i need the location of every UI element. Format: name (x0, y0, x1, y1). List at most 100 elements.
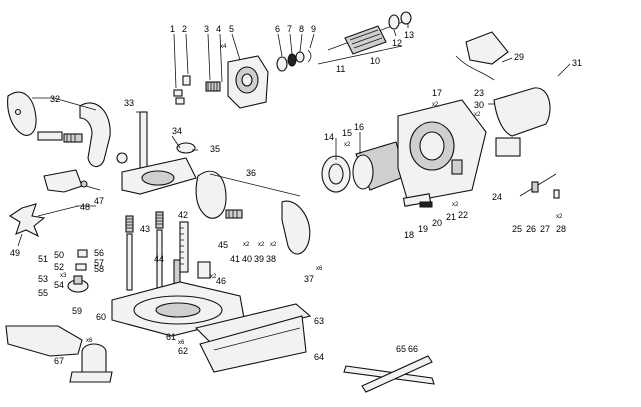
callout-66: 66 (408, 344, 418, 354)
callout-44: 44 (154, 254, 164, 264)
callout-28: 28 (556, 224, 566, 234)
callout-40: 40 (242, 254, 252, 264)
callout-52: 52 (54, 262, 64, 272)
qty-mark: x2 (243, 242, 250, 248)
qty-mark: x6 (178, 340, 185, 346)
handle-32 (37, 102, 128, 168)
callout-2: 2 (182, 24, 187, 34)
qty-mark: x2 (210, 274, 217, 280)
motor-housing (397, 99, 487, 203)
callout-35: 35 (210, 144, 220, 154)
callout-16: 16 (354, 122, 364, 132)
callout-54: 54 (54, 280, 64, 290)
callout-32: 32 (50, 94, 60, 104)
washers-6-9 (276, 49, 312, 72)
qty-mark: x6 (86, 338, 93, 344)
callout-14: 14 (324, 132, 334, 142)
callout-29: 29 (514, 52, 524, 62)
callout-22: 22 (458, 210, 468, 220)
wrenches-65-66 (343, 355, 435, 393)
stop-fitting-50-59 (67, 249, 89, 293)
callout-61: 61 (166, 332, 176, 342)
callout-33: 33 (124, 98, 134, 108)
callout-67: 67 (54, 356, 64, 366)
base-plate-60 (111, 281, 245, 337)
motor-carrier-34 (121, 142, 197, 195)
callout-5: 5 (229, 24, 234, 34)
callout-45: 45 (218, 240, 228, 250)
callout-9: 9 (311, 24, 316, 34)
qty-mark: x2 (556, 214, 563, 220)
callout-23: 23 (474, 88, 484, 98)
callout-53: 53 (38, 274, 48, 284)
callout-labels: 1 2 3 4 5 6 7 8 9 10 11 12 13 14 15 16 1… (10, 24, 582, 366)
callout-18: 18 (404, 230, 414, 240)
ring-14 (321, 155, 351, 193)
guide-rod-33 (139, 111, 148, 171)
callout-57: 57 (94, 258, 104, 268)
clamp-lever-47 (43, 169, 88, 193)
callout-37: 37 (304, 274, 314, 284)
callout-38: 38 (266, 254, 276, 264)
callout-27: 27 (540, 224, 550, 234)
switch-24 (495, 137, 521, 157)
callout-46: 46 (216, 276, 226, 286)
callout-17: 17 (432, 88, 442, 98)
callout-8: 8 (299, 24, 304, 34)
side-cover-36 (195, 170, 311, 255)
callout-42: 42 (178, 210, 188, 220)
callout-64: 64 (314, 352, 324, 362)
quantity-marks: x4 x2 x2 x2 x2 x2 x2 x2 x2 x6 x6 x2 x3 x… (60, 44, 563, 346)
leader-lines (17, 24, 571, 247)
armature-11 (327, 11, 412, 55)
callout-10: 10 (370, 56, 380, 66)
callout-15: 15 (342, 128, 352, 138)
depth-scale-45 (179, 221, 189, 273)
callout-49: 49 (10, 248, 20, 258)
callout-26: 26 (526, 224, 536, 234)
callout-21: 21 (446, 212, 456, 222)
callout-59: 59 (72, 306, 82, 316)
callout-41: 41 (230, 254, 240, 264)
qty-mark: x4 (220, 44, 227, 50)
qty-mark: x2 (474, 112, 481, 118)
callout-43: 43 (140, 224, 150, 234)
screws-1-2 (173, 75, 191, 105)
bearing-flange-5 (227, 55, 269, 109)
qty-mark: x3 (60, 273, 67, 279)
callout-7: 7 (287, 24, 292, 34)
callout-60: 60 (96, 312, 106, 322)
callout-20: 20 (432, 218, 442, 228)
clamp-46 (197, 261, 211, 279)
stator-16 (352, 141, 407, 191)
qty-mark: x2 (270, 242, 277, 248)
side-cover-32a (7, 91, 37, 136)
callout-56: 56 (94, 248, 104, 258)
callout-19: 19 (418, 224, 428, 234)
callout-25: 25 (512, 224, 522, 234)
star-knob-49 (8, 203, 79, 238)
callout-1: 1 (170, 24, 175, 34)
top-cap-29-30 (455, 31, 551, 137)
callout-50: 50 (54, 250, 64, 260)
cable-25-28 (519, 173, 560, 199)
callout-11: 11 (336, 64, 345, 74)
brush-holders-18-22 (402, 159, 463, 208)
parallel-guide-63-64 (194, 303, 312, 373)
qty-mark: x2 (344, 142, 351, 148)
callout-55: 55 (38, 288, 48, 298)
spring-4 (205, 81, 221, 92)
qty-mark: x2 (452, 202, 459, 208)
callout-6: 6 (275, 24, 280, 34)
callout-4: 4 (216, 24, 221, 34)
callout-31: 31 (572, 58, 582, 68)
qty-mark: x2 (432, 102, 439, 108)
callout-65: 65 (396, 344, 406, 354)
callout-13: 13 (404, 30, 414, 40)
callout-62: 62 (178, 346, 188, 356)
callout-12: 12 (392, 38, 402, 48)
callout-47: 47 (94, 196, 104, 206)
callout-58: 58 (94, 264, 104, 274)
bracket-10 (317, 45, 403, 65)
